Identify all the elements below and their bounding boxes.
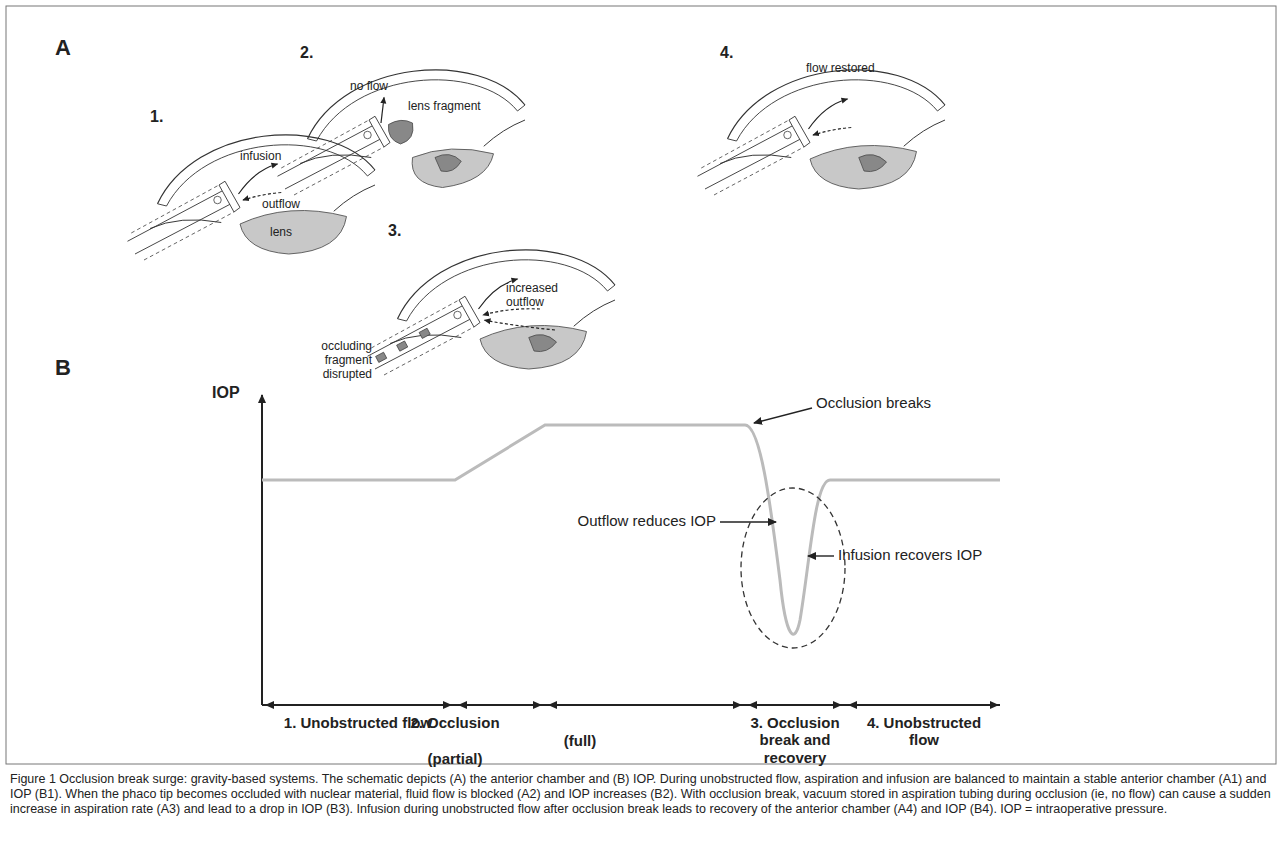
flow-label: no flow [350, 80, 420, 94]
flow-label: increased outflow [506, 282, 586, 310]
axis-label: IOP [212, 384, 257, 402]
panel-number: 2. [300, 44, 330, 62]
panel-number: 4. [720, 44, 750, 62]
part-label: occluding fragment disrupted [277, 340, 372, 381]
eye-panel-2 [278, 70, 526, 195]
callout-text: Occlusion breaks [816, 394, 976, 411]
phase-label: 3. Occlusion break and recovery [740, 714, 850, 766]
part-label: lens fragment [408, 100, 508, 114]
eye-panel-3 [368, 250, 616, 375]
eye-panel-1 [128, 135, 376, 260]
figure-frame [6, 6, 1276, 764]
phase-label: 2. Occlusion [390, 714, 520, 731]
panel-letter: B [55, 355, 95, 380]
part-label: lens [270, 226, 310, 240]
flow-label: outflow [262, 198, 332, 212]
flow-label: infusion [240, 150, 310, 164]
phase-label: 4. Unobstructed flow [854, 714, 994, 749]
callout-text: Outflow reduces IOP [516, 512, 716, 529]
flow-label: flow restored [806, 62, 906, 76]
callout-text: Infusion recovers IOP [838, 546, 1038, 563]
eye-panel-4 [698, 70, 946, 195]
panel-number: 3. [388, 222, 418, 240]
phase-label: (full) [540, 732, 620, 749]
figure-caption: Figure 1 Occlusion break surge: gravity-… [10, 772, 1272, 817]
panel-letter: A [55, 35, 95, 60]
phase-label: (partial) [405, 750, 505, 767]
panel-number: 1. [150, 108, 180, 126]
